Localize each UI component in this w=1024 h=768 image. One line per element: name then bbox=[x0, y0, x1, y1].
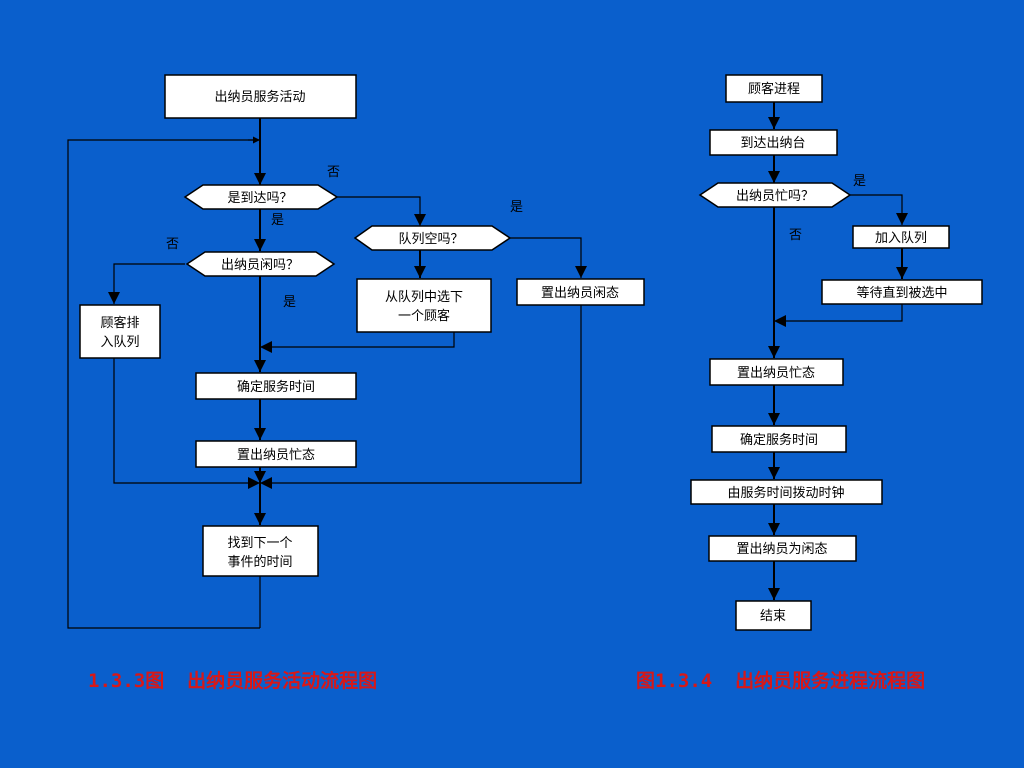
decision-teller-idle-label: 出纳员闲吗？ bbox=[221, 258, 299, 273]
node-customer-queue bbox=[79, 304, 161, 359]
left-nodes: 出纳员服务活动 是到达吗？ 出纳员闲吗？ 队列空吗？ 顾客排 入队列 从队列中选… bbox=[79, 74, 645, 577]
node-join-queue bbox=[852, 225, 950, 249]
node-advance-clock bbox=[690, 479, 883, 505]
node-customer-process bbox=[725, 74, 823, 103]
arrow-busy-yes bbox=[850, 194, 908, 225]
node-customer-process-label: 顾客进程 bbox=[748, 81, 800, 97]
node-determine-time-r-label: 确定服务时间 bbox=[740, 432, 818, 448]
node-find-next-event-line2: 事件的时间 bbox=[227, 554, 292, 570]
decision-queue-empty bbox=[353, 225, 512, 251]
node-wait-selected bbox=[821, 279, 983, 305]
decision-arrive bbox=[183, 184, 339, 210]
node-set-busy bbox=[709, 358, 844, 386]
node-find-next-event-line1: 找到下一个 bbox=[227, 536, 292, 551]
node-set-teller-busy-label: 置出纳员忙态 bbox=[237, 448, 315, 463]
node-find-next-event bbox=[202, 525, 319, 577]
right-nodes: 顾客进程 到达出纳台 出纳员忙吗？ 加入队列 等待直到被选中 置出纳员忙态 确定… bbox=[690, 74, 983, 631]
node-customer-queue-line1: 顾客排 bbox=[100, 315, 139, 331]
node-end bbox=[735, 600, 812, 631]
label-queue-yes: 是 bbox=[510, 200, 523, 215]
node-start bbox=[164, 74, 357, 119]
arrow-queue-merge bbox=[113, 358, 260, 489]
node-wait-selected-label: 等待直到被选中 bbox=[856, 285, 947, 301]
node-set-teller-busy bbox=[195, 440, 357, 468]
node-start-label: 出纳员服务活动 bbox=[214, 89, 305, 105]
node-set-idle-label: 置出纳员为闲态 bbox=[736, 542, 827, 557]
loop-back-line bbox=[67, 139, 260, 629]
node-determine-time-r bbox=[711, 425, 847, 453]
node-advance-clock-label: 由服务时间拨动时钟 bbox=[727, 485, 844, 501]
caption-left: 1.3.3图 出纳员服务活动流程图 bbox=[88, 670, 378, 692]
arrow-idle-no bbox=[108, 263, 185, 304]
node-determine-time bbox=[195, 372, 357, 400]
arrow-queue-yes bbox=[510, 237, 587, 278]
node-customer-queue-line2: 入队列 bbox=[100, 335, 139, 350]
arrow-wait-return bbox=[774, 304, 903, 327]
decision-teller-idle bbox=[185, 251, 336, 277]
arrow-select-return bbox=[260, 332, 455, 353]
label-idle-yes: 是 bbox=[283, 295, 296, 310]
node-select-from-queue-line1: 从队列中选下 bbox=[385, 290, 463, 305]
right-connectors bbox=[768, 102, 908, 600]
node-end-label: 结束 bbox=[760, 609, 786, 624]
caption-right: 图1.3.4 出纳员服务进程流程图 bbox=[636, 670, 926, 692]
node-set-idle bbox=[708, 535, 857, 562]
node-select-from-queue bbox=[356, 278, 492, 333]
node-join-queue-label: 加入队列 bbox=[875, 231, 927, 246]
label-idle-no: 否 bbox=[166, 237, 179, 252]
arrow-idle-merge bbox=[260, 305, 582, 489]
node-set-teller-idle-label: 置出纳员闲态 bbox=[541, 286, 619, 301]
decision-arrive-label: 是到达吗？ bbox=[227, 191, 292, 206]
decision-teller-busy bbox=[698, 182, 852, 208]
node-arrive-counter-label: 到达出纳台 bbox=[740, 136, 805, 151]
node-set-busy-label: 置出纳员忙态 bbox=[737, 366, 815, 381]
node-determine-time-label: 确定服务时间 bbox=[237, 379, 315, 395]
label-arrive-no: 否 bbox=[327, 165, 340, 180]
node-select-from-queue-line2: 一个顾客 bbox=[398, 308, 450, 324]
label-busy-yes: 是 bbox=[853, 174, 866, 189]
decision-queue-empty-label: 队列空吗？ bbox=[398, 232, 463, 247]
node-arrive-counter bbox=[709, 129, 838, 156]
label-busy-no: 否 bbox=[789, 228, 802, 243]
label-arrive-yes: 是 bbox=[271, 213, 284, 228]
decision-teller-busy-label: 出纳员忙吗？ bbox=[736, 189, 814, 204]
left-connectors bbox=[67, 118, 587, 629]
arrow-arrive-no bbox=[337, 196, 426, 226]
node-set-teller-idle bbox=[516, 278, 645, 306]
